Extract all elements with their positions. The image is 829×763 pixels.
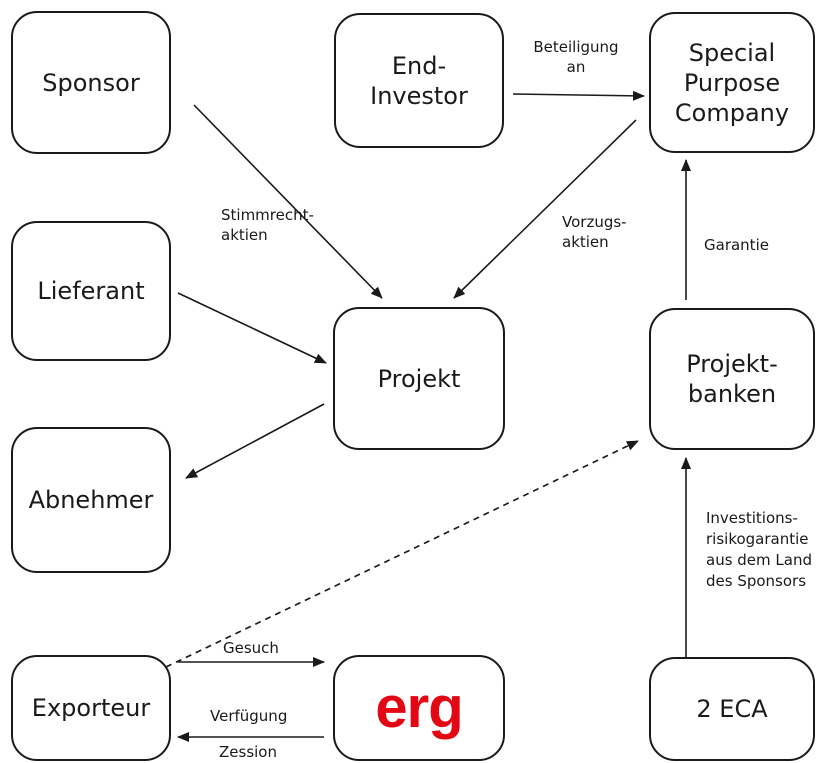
label-gesuch: Gesuch (223, 639, 279, 657)
label-garantie: Garantie (704, 236, 769, 254)
label-verfuegung: Verfügung (210, 707, 288, 725)
node-exporteur: Exporteur (11, 655, 171, 761)
node-lieferant: Lieferant (11, 221, 171, 361)
node-projektbanken: Projekt- banken (649, 308, 815, 450)
node-end-investor: End- Investor (334, 13, 504, 148)
label-stimmrecht-aktien: Stimmrecht- aktien (221, 206, 314, 245)
arrow-sponsor-to-projekt (193, 104, 383, 299)
arrow-lieferant-to-projekt (177, 292, 327, 364)
arrow-spc-to-projekt (453, 119, 637, 299)
label-zession: Zession (219, 743, 277, 761)
node-special-purpose-company: Special Purpose Company (649, 12, 815, 153)
label-beteiligung: Beteiligung an (533, 38, 619, 77)
arrow-projekt-to-abnehmer (185, 403, 325, 479)
node-eca: 2 ECA (649, 657, 815, 761)
node-projekt: Projekt (333, 307, 505, 450)
arrow-exporteur-to-projektbanken-dashed (165, 440, 639, 668)
arrow-endinvestor-to-spc (512, 90, 645, 101)
label-investitionsrisikogarantie: Investitions- risikogarantie aus dem Lan… (706, 509, 812, 590)
erg-logo: erg (375, 674, 463, 740)
node-sponsor: Sponsor (11, 11, 171, 154)
node-erg: erg (333, 655, 505, 761)
node-abnehmer: Abnehmer (11, 427, 171, 573)
label-vorzugs-aktien: Vorzugs- aktien (562, 213, 627, 252)
